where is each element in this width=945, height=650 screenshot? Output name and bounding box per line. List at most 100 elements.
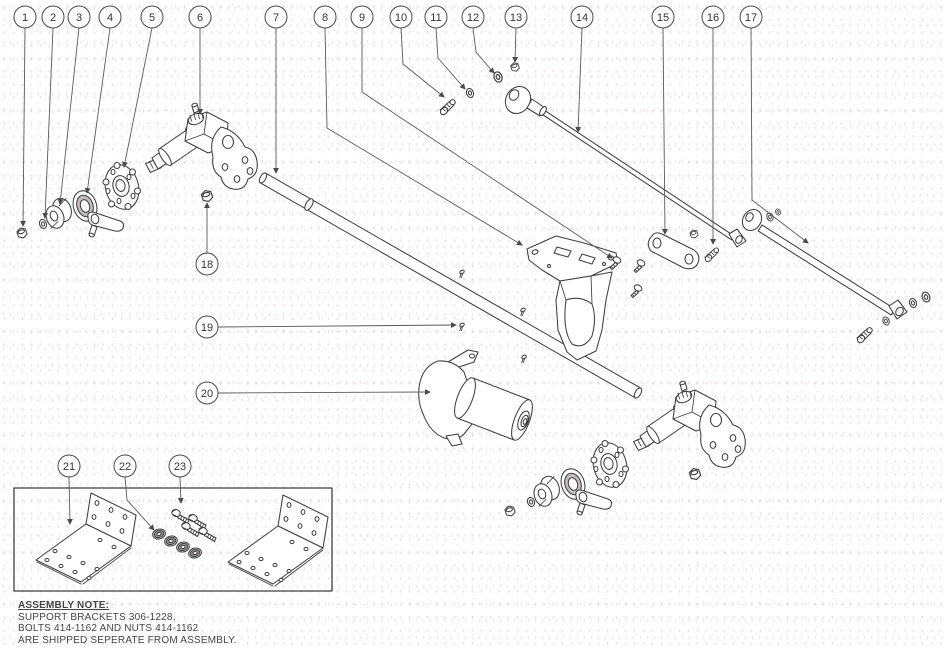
callout-20: 20 bbox=[195, 381, 219, 405]
washer bbox=[920, 290, 932, 304]
left-pivot-stack bbox=[16, 102, 258, 239]
clip-screw bbox=[458, 268, 466, 279]
callout-16: 16 bbox=[701, 5, 725, 29]
callout-balloons: 1 2 3 4 5 6 7 8 9 10 11 12 13 14 15 16 1… bbox=[13, 5, 763, 478]
svg-text:5: 5 bbox=[149, 12, 155, 24]
callout-13: 13 bbox=[504, 5, 528, 29]
callout-7: 7 bbox=[264, 5, 288, 29]
leader-11 bbox=[435, 27, 466, 90]
svg-text:4: 4 bbox=[107, 12, 113, 24]
leader-22 bbox=[124, 476, 155, 531]
leader-8 bbox=[324, 27, 523, 246]
screw-part-9c bbox=[630, 283, 644, 299]
link-rod-part-17 bbox=[741, 208, 908, 320]
svg-text:2: 2 bbox=[50, 12, 56, 24]
svg-text:20: 20 bbox=[201, 388, 213, 400]
svg-text:9: 9 bbox=[359, 12, 365, 24]
callout-21: 21 bbox=[57, 454, 81, 478]
clip-screw bbox=[520, 353, 528, 364]
svg-text:12: 12 bbox=[467, 12, 479, 24]
leader-15 bbox=[662, 27, 668, 235]
leader-12 bbox=[472, 27, 495, 74]
ball-stud-part-10 bbox=[438, 99, 456, 117]
callout-12: 12 bbox=[461, 5, 485, 29]
svg-text:11: 11 bbox=[430, 12, 441, 24]
leader-10 bbox=[400, 27, 445, 98]
svg-text:10: 10 bbox=[395, 12, 407, 24]
leader-20 bbox=[217, 389, 431, 395]
washer bbox=[881, 315, 891, 327]
callout-6: 6 bbox=[188, 5, 212, 29]
svg-text:1: 1 bbox=[22, 12, 28, 24]
leader-5 bbox=[122, 27, 153, 168]
callout-11: 11 bbox=[424, 5, 448, 29]
svg-text:19: 19 bbox=[201, 322, 213, 334]
callout-10: 10 bbox=[389, 5, 413, 29]
inset-parts-box bbox=[13, 487, 333, 592]
nut-near-link bbox=[689, 229, 699, 239]
washer bbox=[907, 296, 919, 310]
callout-17: 17 bbox=[739, 5, 763, 29]
callout-2: 2 bbox=[41, 5, 65, 29]
leader-17 bbox=[750, 27, 809, 244]
callout-18: 18 bbox=[195, 252, 219, 276]
crank-arm bbox=[87, 211, 125, 238]
assembly-note-line: BOLTS 414-1162 AND NUTS 414-1162 bbox=[18, 623, 199, 634]
callout-14: 14 bbox=[570, 5, 594, 29]
ball-stud bbox=[855, 327, 873, 345]
callout-5: 5 bbox=[140, 5, 164, 29]
leader-21 bbox=[66, 476, 73, 525]
callout-22: 22 bbox=[113, 454, 137, 478]
torque-tube-part-7 bbox=[258, 172, 643, 399]
washer bbox=[774, 207, 782, 217]
svg-text:18: 18 bbox=[201, 259, 213, 271]
support-bracket-part-21 bbox=[35, 492, 137, 585]
screw-part-9b bbox=[633, 258, 647, 274]
nut-part-18 bbox=[200, 190, 214, 202]
svg-text:13: 13 bbox=[510, 12, 522, 24]
bolts-part-23 bbox=[170, 507, 217, 543]
svg-text:15: 15 bbox=[657, 12, 669, 24]
svg-text:21: 21 bbox=[63, 461, 75, 473]
svg-text:23: 23 bbox=[174, 461, 186, 473]
washer-part-11 bbox=[464, 86, 476, 100]
svg-text:16: 16 bbox=[707, 12, 719, 24]
leader-23 bbox=[177, 476, 184, 504]
flange-nut-part-3 bbox=[45, 197, 72, 229]
svg-text:14: 14 bbox=[576, 12, 588, 24]
svg-text:7: 7 bbox=[273, 12, 279, 24]
svg-text:22: 22 bbox=[119, 461, 131, 473]
assembly-note-title: ASSEMBLY NOTE: bbox=[18, 600, 110, 611]
leader-9 bbox=[361, 28, 613, 259]
callout-8: 8 bbox=[313, 5, 337, 29]
leader-lines bbox=[20, 27, 809, 531]
right-pivot-stack bbox=[505, 381, 745, 516]
leader-2 bbox=[42, 27, 54, 219]
crank-link-part-15 bbox=[647, 232, 700, 270]
leader-14 bbox=[575, 27, 583, 133]
callout-3: 3 bbox=[67, 5, 91, 29]
callout-4: 4 bbox=[98, 5, 122, 29]
svg-text:8: 8 bbox=[322, 12, 328, 24]
nut-part-1 bbox=[16, 227, 28, 239]
callout-23: 23 bbox=[168, 454, 192, 478]
svg-text:3: 3 bbox=[76, 12, 82, 24]
svg-text:6: 6 bbox=[197, 12, 203, 24]
leader-19 bbox=[217, 322, 457, 328]
assembly-note-line: SUPPORT BRACKETS 306-1228, bbox=[18, 611, 176, 623]
clip-screw-part-19 bbox=[458, 321, 466, 332]
wiper-motor-part-20 bbox=[418, 349, 533, 447]
drag-link-rod-part-14 bbox=[504, 86, 747, 248]
callout-19: 19 bbox=[195, 315, 219, 339]
leader-3 bbox=[57, 27, 80, 205]
callout-1: 1 bbox=[13, 5, 37, 29]
leader-4 bbox=[84, 27, 111, 194]
ball-stud-part-16 bbox=[703, 247, 720, 264]
assembly-note-line: ARE SHIPPED SEPERATE FROM ASSEMBLY. bbox=[18, 634, 237, 646]
washer-part-2 bbox=[37, 217, 49, 231]
pivot-shaft-assembly-part-6 bbox=[145, 102, 258, 190]
pivot-mount-plate-part-5 bbox=[102, 161, 142, 211]
support-bracket-right bbox=[227, 494, 329, 587]
assembly-note: ASSEMBLY NOTE: SUPPORT BRACKETS 306-1228… bbox=[18, 600, 237, 646]
